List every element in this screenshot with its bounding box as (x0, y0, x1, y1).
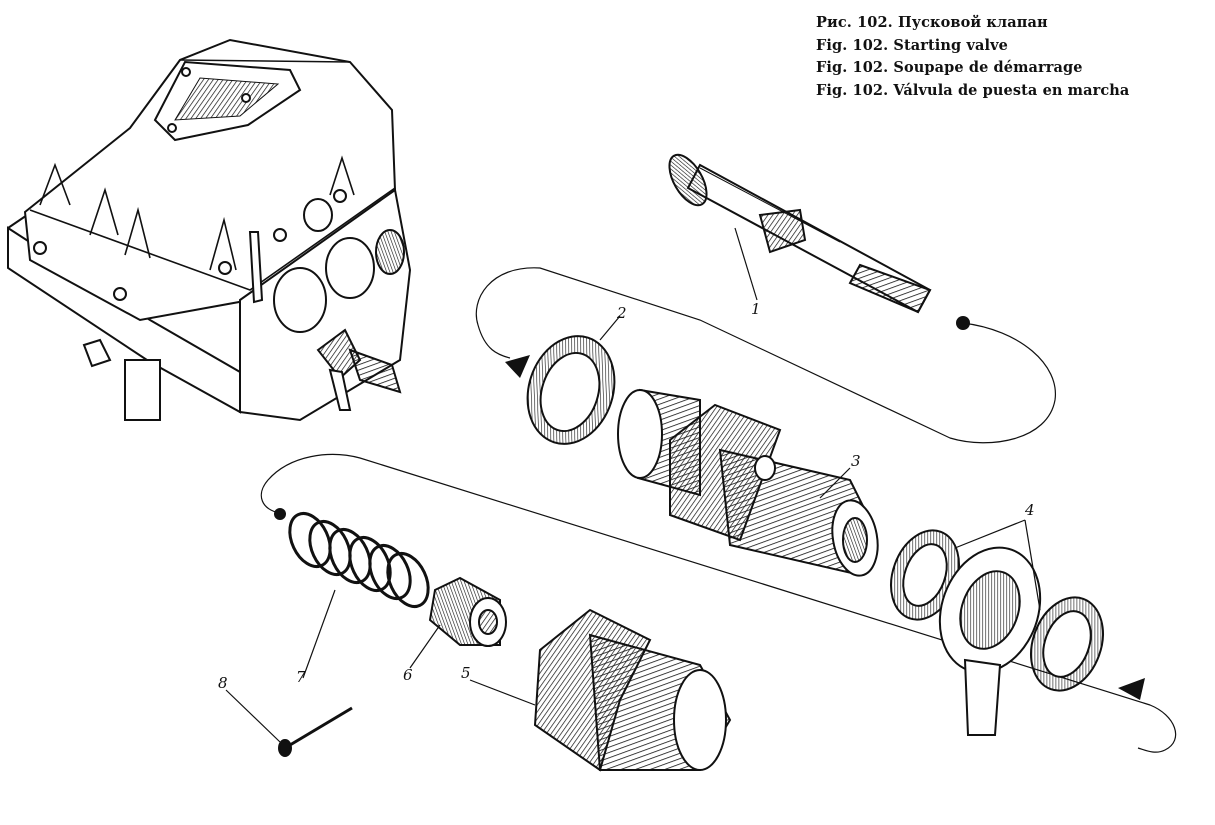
part-4-washers-banjo (890, 529, 1104, 736)
path-start-dot (956, 316, 970, 330)
callout-4: 4 (1024, 501, 1035, 519)
path-arrow-upper (505, 355, 530, 378)
part-7-spring (288, 512, 430, 608)
callout-5: 5 (461, 664, 471, 682)
part-5-union-nut (533, 608, 732, 772)
path-end-dot (274, 508, 286, 520)
caption-english: Fig. 102. Starting valve (816, 36, 1008, 54)
path-arrow-lower (1118, 678, 1145, 700)
part-6-fitting (428, 576, 507, 647)
part-2-sealing-ring (526, 335, 616, 445)
callout-3: 3 (851, 452, 861, 470)
engine-cylinder-head (7, 38, 412, 422)
callout-6: 6 (403, 666, 413, 684)
caption-russian: Рис. 102. Пусковой клапан (816, 14, 1048, 31)
assembly-path-lower (260, 453, 1177, 753)
callout-2: 2 (616, 304, 627, 322)
callout-1: 1 (751, 300, 761, 318)
figure-caption: Рис. 102. Пусковой клапан Fig. 102. Star… (816, 12, 1129, 102)
assembly-path-upper (475, 267, 1056, 444)
callout-7: 7 (296, 668, 306, 686)
part-1-valve-stem (668, 153, 932, 314)
part-8-cotter-pin (278, 706, 353, 757)
leader-lines (225, 227, 1041, 743)
callout-8: 8 (218, 674, 228, 692)
caption-spanish: Fig. 102. Válvula de puesta en marcha (816, 81, 1130, 99)
caption-french: Fig. 102. Soupape de démarrage (816, 59, 1083, 76)
